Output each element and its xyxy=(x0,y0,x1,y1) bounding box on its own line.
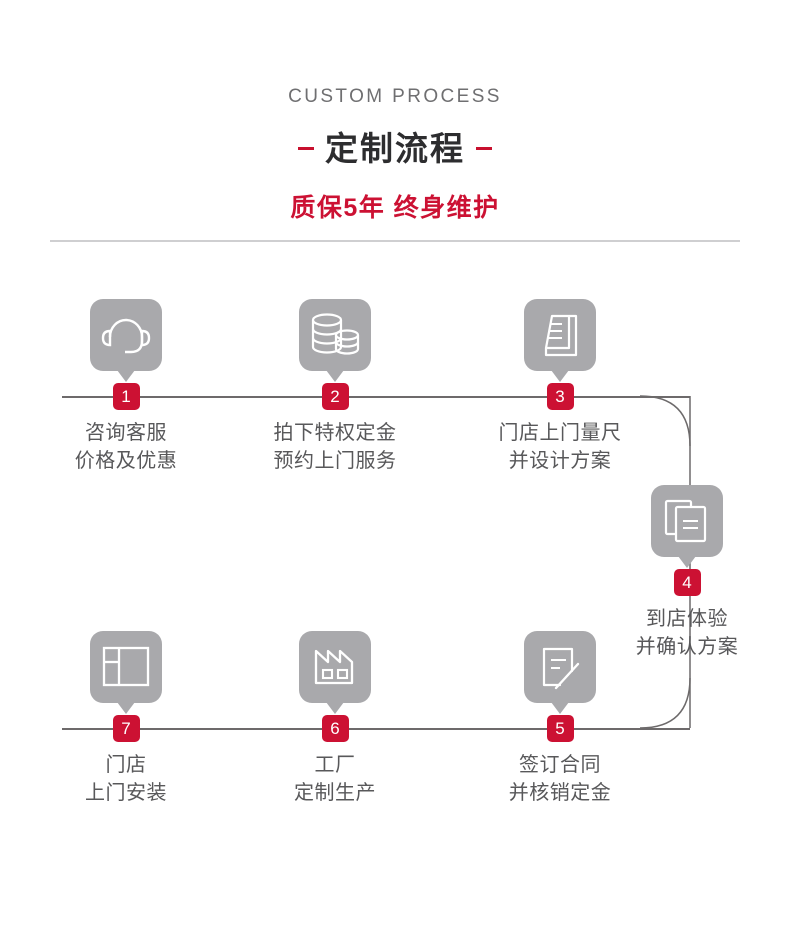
flow-step-7-label: 门店 上门安装 xyxy=(85,754,167,804)
header: CUSTOM PROCESS 定制流程 质保5年 终身维护 xyxy=(0,0,790,224)
flow-step-6-label: 工厂 定制生产 xyxy=(294,754,376,804)
flow-step-2-label: 拍下特权定金 预约上门服务 xyxy=(273,422,397,472)
page-title-text: 定制流程 xyxy=(325,130,465,167)
flow-step-5-label: 签订合同 并核销定金 xyxy=(508,754,612,804)
wardrobe-layout-icon xyxy=(90,631,162,714)
flow-step-6-badge: 6 xyxy=(321,715,349,742)
flow-step-3-badge: 3 xyxy=(546,383,574,410)
factory-icon xyxy=(299,631,371,714)
flow-step-4-badge: 4 xyxy=(673,569,701,596)
ruler-square-icon xyxy=(524,299,596,382)
subtitle-text: 质保5年 终身维护 xyxy=(290,194,500,222)
flow-step-3-label: 门店上门量尺 并设计方案 xyxy=(498,422,622,472)
flow-step-1-label: 咨询客服 价格及优惠 xyxy=(74,422,178,472)
flow-rail-top xyxy=(62,396,690,398)
flow-step-1[interactable]: 1 咨询客服 价格及优惠 xyxy=(36,299,216,475)
flow-step-6[interactable]: 6 工厂 定制生产 xyxy=(245,631,425,807)
flow-step-5[interactable]: 5 签订合同 并核销定金 xyxy=(470,631,650,807)
flow-step-1-badge: 1 xyxy=(112,383,140,410)
eyebrow-text: CUSTOM PROCESS xyxy=(288,86,502,107)
header-divider xyxy=(50,240,740,242)
flow-step-4-label: 到店体验 并确认方案 xyxy=(635,608,739,658)
title-dash-left-icon xyxy=(298,146,314,150)
title-dash-right-icon xyxy=(476,146,492,150)
coin-stack-icon xyxy=(299,299,371,382)
documents-icon xyxy=(651,485,723,568)
headset-icon xyxy=(90,299,162,382)
flow-step-7[interactable]: 7 门店 上门安装 xyxy=(36,631,216,807)
contract-sign-icon xyxy=(524,631,596,714)
flow-step-2-badge: 2 xyxy=(321,383,349,410)
flow-rail-bottom xyxy=(62,728,690,730)
flow-step-5-badge: 5 xyxy=(546,715,574,742)
page-title: 定制流程 xyxy=(0,122,790,170)
flow-step-3[interactable]: 3 门店上门量尺 并设计方案 xyxy=(470,299,650,475)
flow-step-7-badge: 7 xyxy=(112,715,140,742)
flow-step-4[interactable]: 4 到店体验 并确认方案 xyxy=(597,485,777,661)
flow-step-2[interactable]: 2 拍下特权定金 预约上门服务 xyxy=(245,299,425,475)
